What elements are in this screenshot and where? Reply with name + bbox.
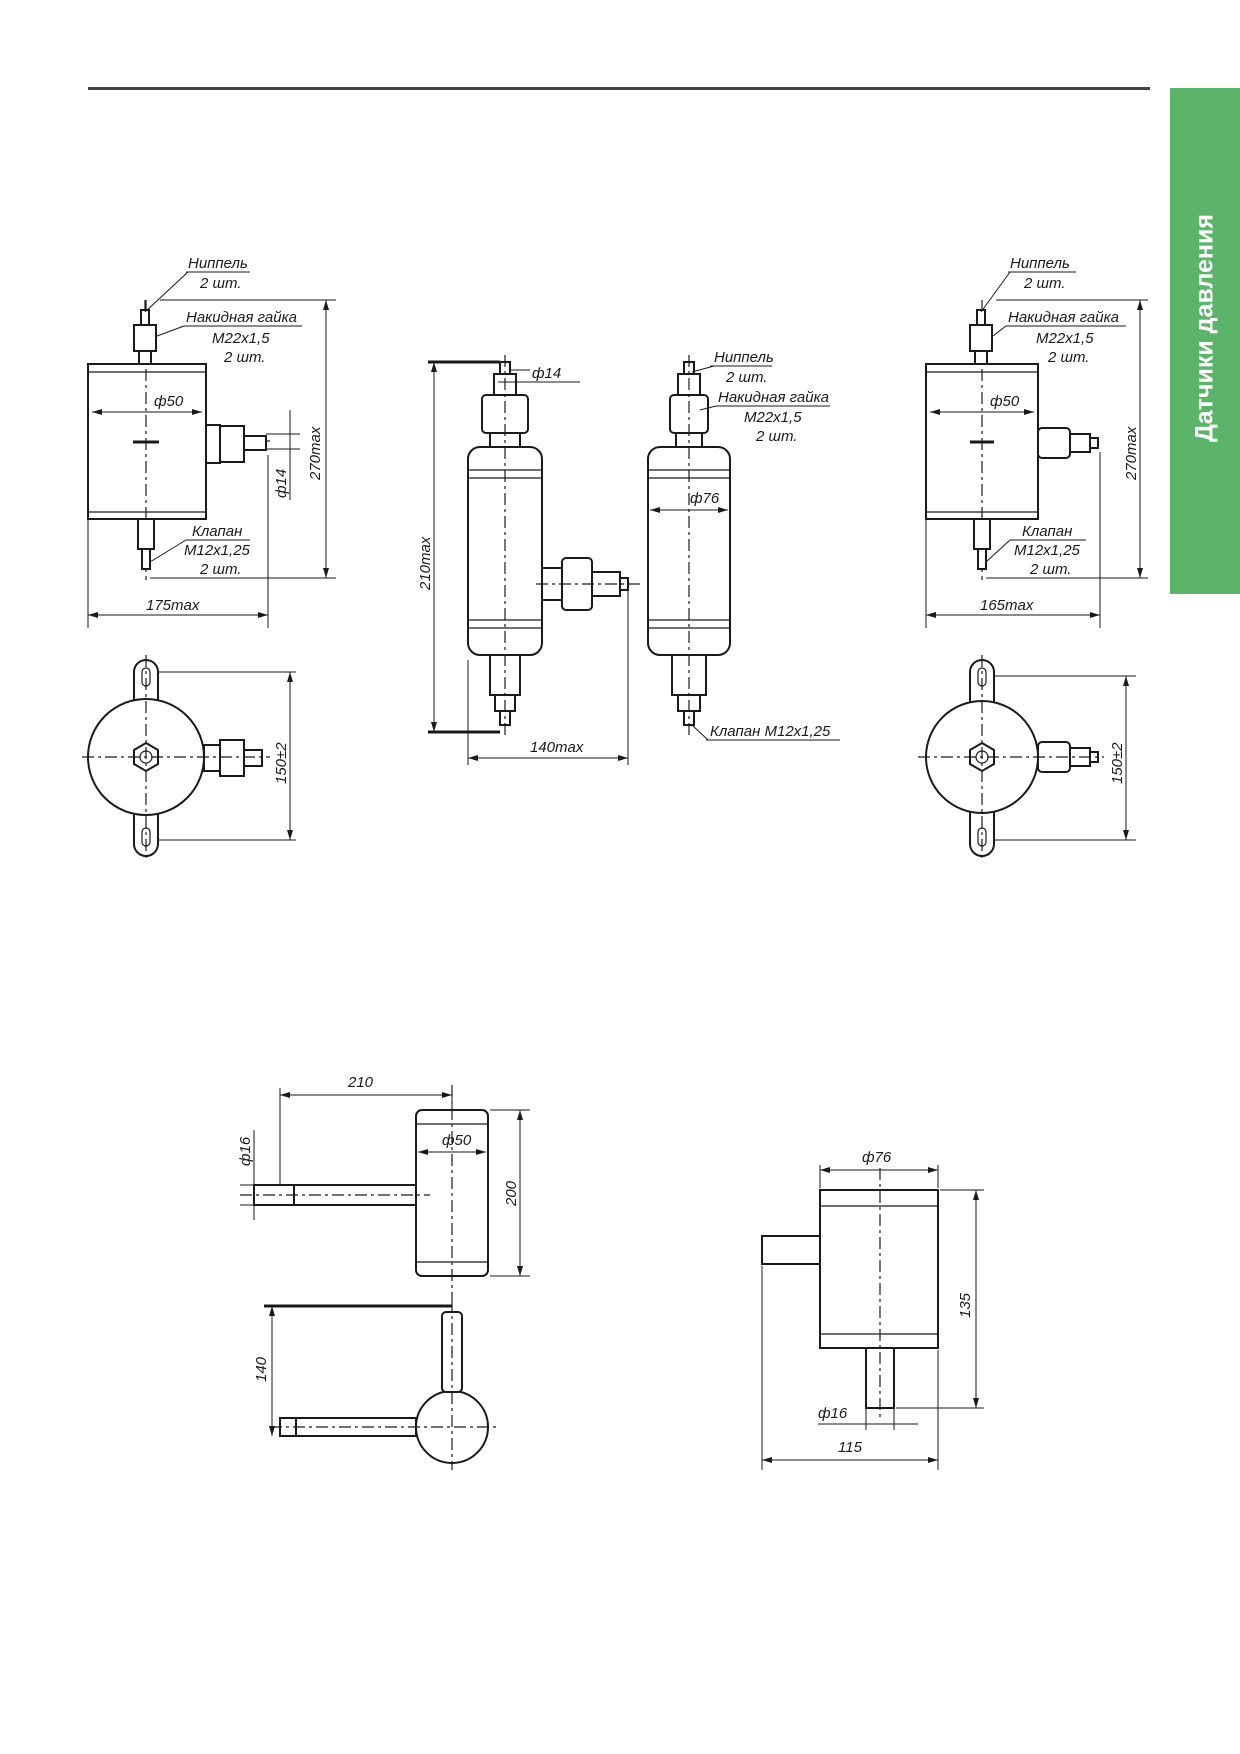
drawing-receiver-175-plan: 150±2: [82, 655, 296, 860]
dim-d16-right: ф16: [818, 1405, 848, 1422]
label-nipple-a: Ниппель: [188, 255, 248, 272]
separator-body: [819, 1189, 939, 1349]
drawing-separator-vertical: ф76 135 ф16 115: [761, 1149, 984, 1470]
side-pipe: [761, 1235, 821, 1265]
dim-270max-right: 270max: [1123, 426, 1140, 481]
nut: [133, 324, 157, 352]
dim-270max: 270max: [307, 426, 324, 481]
section-tab: Датчики давления: [1170, 88, 1240, 594]
dim-d50-right: ф50: [990, 393, 1020, 410]
label-qty-a1: 2 шт.: [199, 275, 241, 292]
dim-d14-center: ф14: [532, 365, 561, 382]
top-rule: [88, 87, 1150, 90]
drawing-filter-inline: ф76 Ниппель 2 шт. Накидная гайка M22x1,5…: [647, 349, 840, 741]
label-nut-d: Накидная гайка: [1008, 309, 1119, 326]
label-nut-thread-a: M22x1,5: [212, 330, 270, 347]
label-valve-a: Клапан: [192, 523, 242, 540]
label-qty-d1: 2 шт.: [1023, 275, 1065, 292]
label-valve-d: Клапан: [1022, 523, 1072, 540]
drawing-receiver-165: ф50 270max 165max Ниппель 2 шт. Накидная…: [925, 255, 1148, 628]
dim-d50: ф50: [154, 393, 184, 410]
dim-210max: 210max: [417, 536, 434, 591]
label-nut-c: Накидная гайка: [718, 389, 829, 406]
dim-200: 200: [503, 1180, 520, 1207]
dim-135: 135: [957, 1292, 974, 1318]
drawing-separator-plan: 140: [253, 1300, 496, 1470]
label-nipple-d: Ниппель: [1010, 255, 1070, 272]
dim-d16-left: ф16: [237, 1136, 254, 1166]
dim-140max: 140max: [530, 739, 584, 756]
dim-115: 115: [838, 1439, 863, 1456]
label-nut-thread-c: M22x1,5: [744, 409, 802, 426]
label-qty-d2: 2 шт.: [1047, 349, 1089, 366]
dim-210-bottom: 210: [347, 1074, 374, 1091]
label-valve-thread-a: M12x1,25: [184, 542, 251, 559]
dim-d76-bottom: ф76: [862, 1149, 892, 1166]
label-nut-thread-d: M22x1,5: [1036, 330, 1094, 347]
nipple: [976, 309, 986, 326]
label-valve-c: Клапан M12x1,25: [710, 723, 831, 740]
label-qty-a2: 2 шт.: [223, 349, 265, 366]
dim-175max: 175max: [146, 597, 200, 614]
drawing-receiver-175: ф50 270max ф14 175max Ниппель 2 шт. Наки…: [87, 255, 336, 628]
label-qty-a3: 2 шт.: [199, 561, 241, 578]
drawing-receiver-165-plan: 150±2: [918, 655, 1136, 860]
valve: [973, 518, 991, 550]
drawing-separator-side: 210 ф50 200 ф16: [237, 1074, 530, 1300]
side-nut: [219, 425, 245, 463]
dim-140: 140: [253, 1356, 270, 1382]
label-qty-c2: 2 шт.: [755, 428, 797, 445]
label-valve-thread-d: M12x1,25: [1014, 542, 1081, 559]
nut: [969, 324, 993, 352]
dim-d14-left: ф14: [273, 469, 290, 498]
valve: [137, 518, 155, 550]
dim-150-right: 150±2: [1109, 742, 1126, 784]
dim-150-left: 150±2: [273, 742, 290, 784]
dim-d76-top: ф76: [690, 490, 720, 507]
nipple: [140, 309, 150, 326]
label-nipple-c: Ниппель: [714, 349, 774, 366]
dim-d50-bottom: ф50: [442, 1132, 472, 1149]
label-qty-c1: 2 шт.: [725, 369, 767, 386]
label-nut-a: Накидная гайка: [186, 309, 297, 326]
label-qty-d3: 2 шт.: [1029, 561, 1071, 578]
drawing-filter-tee: 210max ф14 140max: [417, 355, 640, 765]
dim-165max: 165max: [980, 597, 1034, 614]
